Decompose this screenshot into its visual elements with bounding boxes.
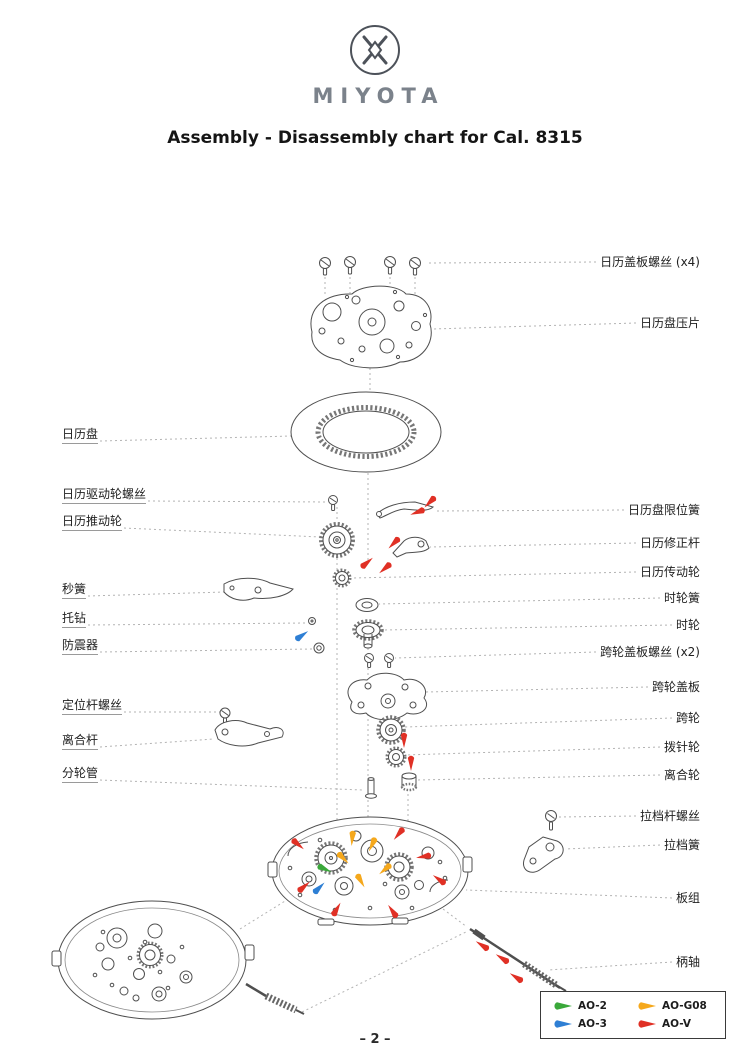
part-label-clutch-wheel: 离合轮 — [663, 768, 700, 782]
page-title: Assembly - Disassembly chart for Cal. 83… — [167, 128, 583, 148]
part-label-shock-absorber: 防震器 — [62, 638, 99, 655]
part-label-cannon-pinion: 分轮管 — [62, 766, 99, 783]
legend-item-ao-v: AO-V — [633, 1018, 717, 1030]
part-label-hour-wheel: 时轮 — [675, 618, 700, 632]
part-label-cap-jewel: 托钻 — [62, 611, 87, 628]
legend-label: AO-2 — [578, 1000, 607, 1012]
part-setting-lever-spring-screw — [545, 810, 557, 831]
miyota-logo-icon — [350, 25, 400, 75]
part-label-date-corrector: 日历修正杆 — [639, 536, 700, 550]
page-number: – 2 – — [359, 1032, 391, 1047]
part-label-second-spring: 秒簧 — [62, 582, 87, 599]
oil-arrow-blue-icon — [554, 1020, 572, 1028]
part-label-date-transmission: 日历传动轮 — [639, 565, 700, 579]
brand-name: MIYOTA — [312, 84, 445, 108]
legend-item-ao-2: AO-2 — [549, 1000, 633, 1012]
part-main-plate-assembly — [267, 816, 473, 926]
oil-arrow-green-icon — [554, 1002, 572, 1010]
part-label-date-dial-guard: 日历盘压片 — [639, 316, 700, 330]
part-label-date-jumper-spring: 日历盘限位簧 — [627, 503, 700, 517]
header: MIYOTA — [0, 22, 750, 108]
part-minute-wheel — [376, 715, 406, 745]
part-yoke-lever — [214, 720, 284, 747]
part-label-setting-wheel: 拨针轮 — [663, 740, 700, 754]
part-label-cover-screws: 跨轮盖板螺丝 (x2) — [600, 645, 700, 659]
part-label-lever-screw: 拉档杆螺丝 — [639, 809, 700, 823]
part-clutch-wheel — [400, 772, 418, 792]
part-label-lever-spring: 拉档簧 — [663, 838, 700, 852]
part-hour-wheel-spring — [355, 598, 379, 612]
part-setting-wheel — [385, 746, 407, 768]
part-label-main-plate: 板组 — [675, 891, 700, 905]
part-date-driving-wheel-screw — [328, 495, 338, 511]
part-label-train-cover: 跨轮盖板 — [651, 680, 700, 694]
part-date-corrector-lever — [392, 536, 430, 558]
part-label-minute-wheel: 跨轮 — [675, 711, 700, 725]
legend-label: AO-3 — [578, 1018, 607, 1030]
part-label-date-cover-screws: 日历盖板螺丝 (x4) — [600, 255, 700, 269]
oil-arrow-orange-icon — [638, 1002, 656, 1010]
part-movement-bottom-view — [51, 900, 305, 1020]
part-label-setting-lever-screw: 定位杆螺丝 — [62, 698, 123, 715]
part-minute-train-cover — [347, 672, 428, 721]
legend-label: AO-V — [662, 1018, 691, 1030]
part-minute-train-cover-screws — [364, 653, 394, 668]
part-date-transmission-wheel — [332, 568, 352, 588]
part-label-yoke: 离合杆 — [62, 733, 99, 750]
part-label-driving-wheel-screw: 日历驱动轮螺丝 — [62, 487, 147, 504]
part-label-date-dial: 日历盘 — [62, 427, 99, 444]
part-date-cover-screws — [319, 256, 421, 276]
oil-legend: AO-2 AO-G08 AO-3 AO-V — [540, 991, 726, 1039]
part-winding-stem — [469, 927, 567, 992]
part-label-winding-stem: 柄轴 — [675, 955, 700, 969]
part-shock-absorber — [313, 642, 325, 654]
oil-arrow-red-icon — [638, 1020, 656, 1028]
part-date-driving-wheel — [319, 522, 355, 558]
part-cap-jewel — [308, 617, 316, 625]
part-label-hour-wheel-spring: 时轮簧 — [663, 591, 700, 605]
part-date-dial — [290, 391, 442, 473]
legend-item-ao-g08: AO-G08 — [633, 1000, 717, 1012]
part-label-driving-wheel: 日历推动轮 — [62, 514, 123, 531]
legend-label: AO-G08 — [662, 1000, 707, 1012]
part-setting-lever-spring — [523, 836, 564, 873]
part-cannon-pinion — [365, 777, 377, 799]
part-hour-wheel — [352, 619, 384, 649]
part-date-dial-guard — [310, 285, 432, 369]
part-second-setting-spring — [223, 577, 294, 601]
legend-item-ao-3: AO-3 — [549, 1018, 633, 1030]
